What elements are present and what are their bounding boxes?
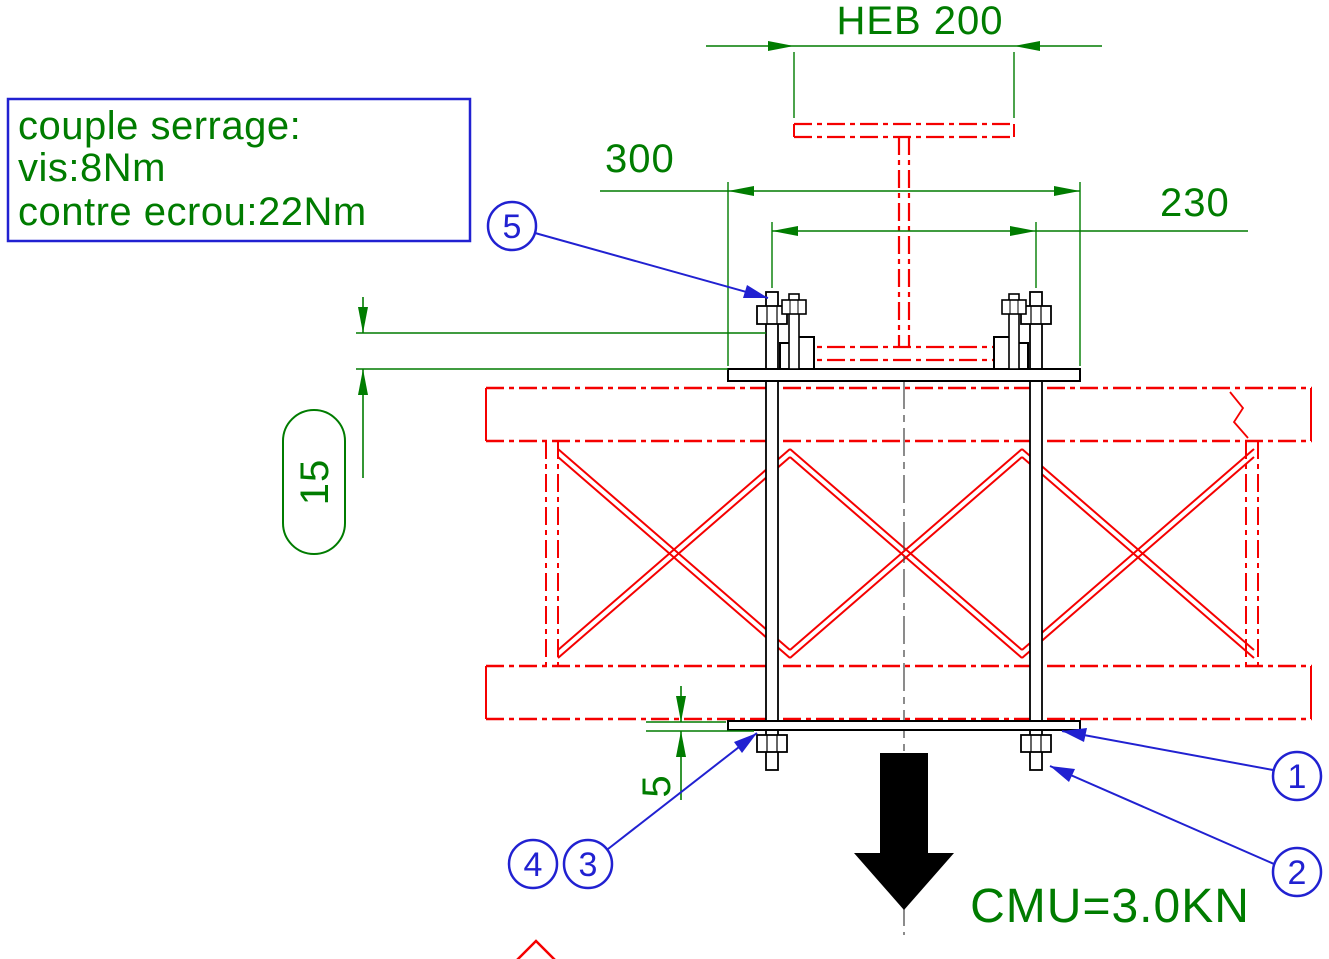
balloon-4-number: 4: [524, 846, 543, 884]
balloon-5-circle: [486, 200, 538, 252]
dim-arrowhead: [1054, 186, 1080, 196]
note-line-2: vis:8Nm: [18, 146, 166, 190]
leader-line-2: [1049, 765, 1275, 865]
heb200-label: HEB 200: [836, 0, 1003, 43]
dim300-label: 300: [605, 137, 675, 181]
screw-nut-left: [781, 299, 807, 315]
dim-arrowhead: [1014, 41, 1040, 51]
truss-diagonal: [789, 448, 1023, 651]
screw-nut-right: [1001, 299, 1027, 315]
balloon-callouts: 5 4 3 1 2: [486, 200, 1323, 898]
tie-rod-left: [765, 291, 779, 771]
dim15-label: 15: [293, 459, 337, 506]
bottom-clamp-plate: [727, 720, 1081, 731]
note-border: [6, 97, 472, 243]
diamond-symbol: [516, 939, 556, 959]
heb-beam-section: [793, 122, 1015, 362]
dim-arrowhead: [1010, 226, 1036, 236]
balloon-3-circle: [562, 838, 614, 890]
balloon-1-circle: [1271, 750, 1323, 802]
truss-diagonal: [557, 448, 791, 651]
truss-structure: [485, 386, 1312, 721]
leader-line-1: [1061, 730, 1274, 771]
balloon-1-number: 1: [1288, 758, 1307, 796]
note-line-3: contre ecrou:22Nm: [18, 190, 367, 234]
balloon-3-number: 3: [579, 846, 598, 884]
dim-arrowhead: [768, 41, 794, 51]
bottom-nut-right: [1020, 734, 1052, 753]
truss-diagonal: [1021, 448, 1255, 651]
bottom-nut-left: [756, 734, 788, 753]
leader-line-3: [607, 732, 758, 850]
dimension-heb200: HEB 200: [706, 0, 1102, 118]
clamp-assembly: [727, 291, 1081, 771]
leader-arrowhead: [743, 285, 768, 298]
dim-arrowhead: [358, 307, 368, 333]
top-nut-right: [1020, 305, 1052, 325]
clamp-screw-left: [788, 293, 800, 370]
dim-arrowhead: [358, 369, 368, 395]
dim-arrowhead: [728, 186, 754, 196]
tie-rod-right: [1029, 291, 1043, 771]
top-clamp-plate: [727, 368, 1081, 382]
truss-break-mark: [1229, 391, 1249, 439]
torque-note-box: couple serrage: vis:8Nm contre ecrou:22N…: [6, 97, 472, 243]
load-capacity-label: CMU=3.0KN: [970, 880, 1250, 933]
leader-arrowhead: [734, 733, 757, 753]
dim5-label: 5: [635, 774, 679, 797]
dim-arrowhead: [676, 696, 686, 722]
dim15-capsule: [282, 409, 346, 555]
dim-arrowhead: [772, 226, 798, 236]
clamp-screw-right: [1008, 293, 1020, 370]
truss-diagonal: [557, 456, 791, 659]
balloon-5-number: 5: [503, 208, 522, 246]
leader-arrowhead: [1062, 728, 1087, 742]
dimension-300: 300: [600, 137, 1081, 366]
top-nut-left: [756, 305, 788, 325]
balloon-4-circle: [507, 838, 559, 890]
truss-diagonal: [789, 456, 1023, 659]
dim230-label: 230: [1160, 181, 1230, 225]
dimension-15: 15: [282, 297, 766, 555]
dimension-5: 5: [635, 686, 754, 800]
truss-diagonal: [1021, 456, 1255, 659]
leader-line-5: [534, 232, 769, 299]
leader-arrowhead: [1050, 766, 1075, 782]
balloon-2-circle: [1271, 846, 1323, 898]
dim-arrowhead: [676, 731, 686, 757]
load-arrow-down: [854, 753, 954, 910]
dimension-230: 230: [771, 181, 1248, 288]
balloon-2-number: 2: [1288, 854, 1307, 892]
note-line-1: couple serrage:: [18, 104, 301, 148]
